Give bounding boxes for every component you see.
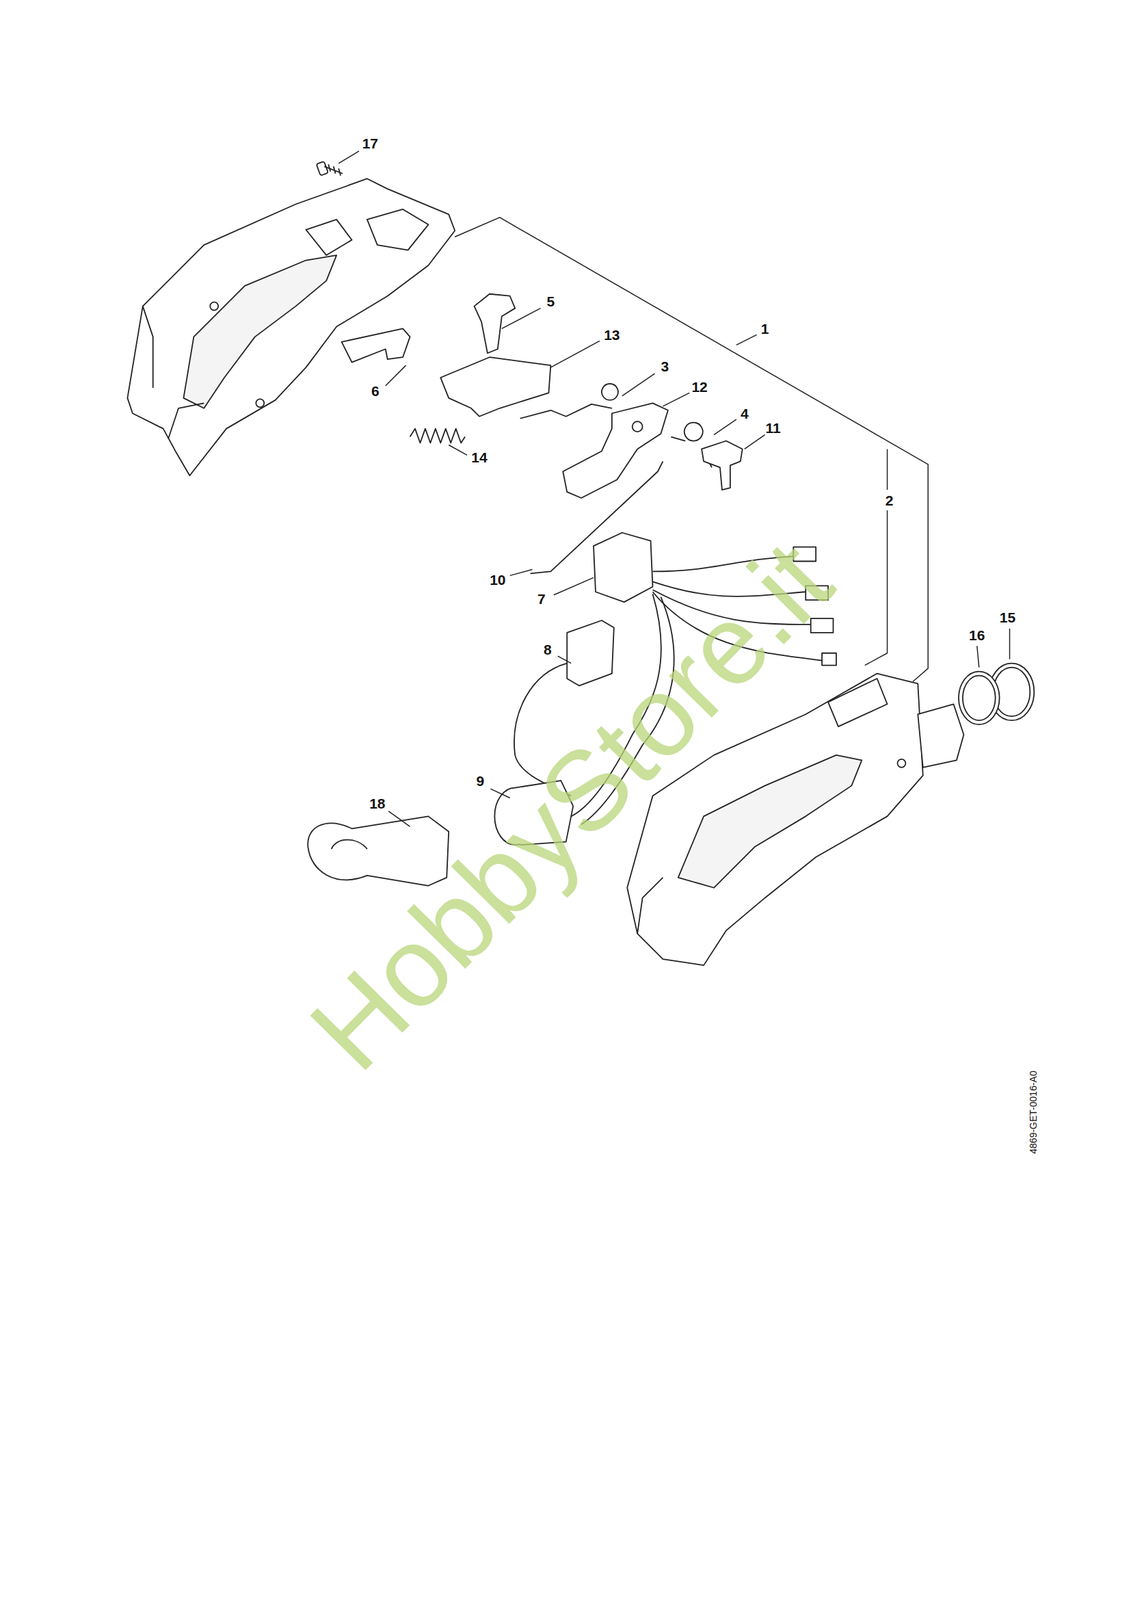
callout-number: 1 (761, 321, 770, 336)
callout-number: 12 (691, 379, 708, 394)
callout-number: 8 (543, 641, 552, 656)
o-ring (958, 671, 1000, 725)
callout-number: 6 (371, 383, 380, 398)
pin-part (701, 441, 743, 491)
lever-part (341, 328, 411, 362)
callout-number: 14 (471, 449, 487, 465)
slider-part (440, 356, 551, 417)
callout-number: 11 (765, 419, 781, 435)
handle-half (127, 178, 455, 476)
callout-number: 18 (369, 795, 385, 810)
callout-number: 16 (968, 627, 985, 642)
spring (410, 428, 466, 444)
wire-spring (520, 383, 619, 419)
callout-number: 5 (547, 293, 556, 308)
callout-number: 9 (476, 772, 485, 788)
callout-number: 2 (885, 492, 894, 507)
callout-number: 15 (999, 609, 1016, 625)
trigger-lever (562, 402, 669, 498)
callout-number: 3 (661, 358, 670, 374)
drawing-code: 4869-GET-0016-A0 (1028, 1070, 1039, 1153)
callout-number: 4 (740, 406, 749, 421)
callout-number: 17 (362, 135, 379, 150)
trigger-part (474, 294, 516, 354)
callout-number: 7 (537, 591, 546, 606)
callout-number: 10 (489, 572, 506, 587)
callout-number: 13 (603, 327, 620, 342)
